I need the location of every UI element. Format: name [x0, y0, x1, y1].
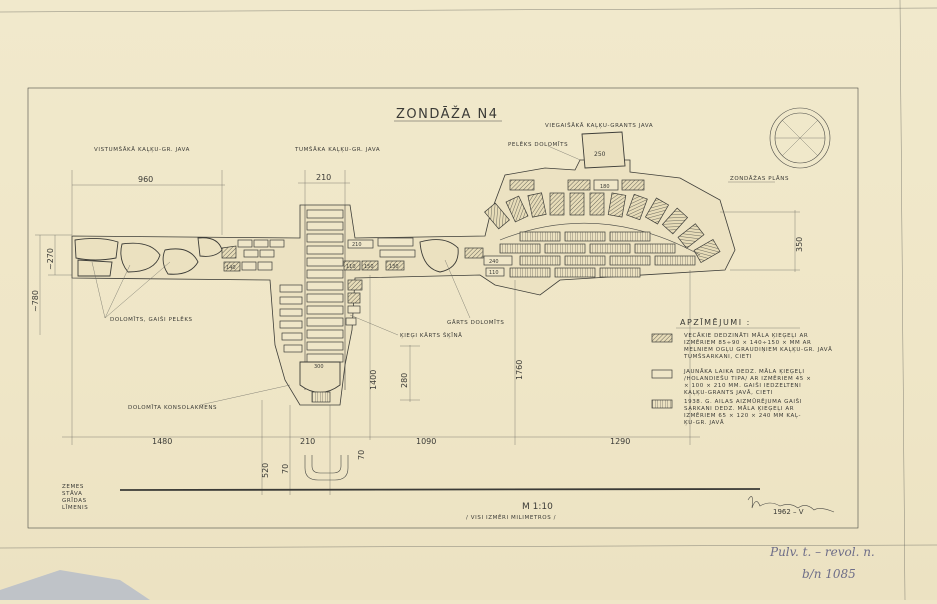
brick-250: 250 [594, 151, 606, 158]
dim-1090: 1090 [416, 437, 436, 446]
brick-110: 110 [346, 264, 356, 270]
dim-210-top: 210 [316, 173, 331, 182]
svg-text:LĪMENIS: LĪMENIS [62, 504, 88, 511]
label-west-mortar: VISTUMŠĀKĀ KAĻĶU-GR. JAVA [94, 146, 190, 153]
legend-swatch-hatched [651, 333, 673, 343]
brick-180: 180 [600, 184, 610, 190]
label-grey-dolomite: PELĒKS DOLOMĪTS [508, 141, 568, 148]
brick-150: 150 [364, 264, 374, 270]
dim-960: 960 [138, 175, 153, 184]
signature-date: 1962 – V [773, 508, 804, 516]
dim-520: 520 [261, 463, 270, 478]
dim-1400: 1400 [369, 370, 378, 390]
signature [747, 496, 835, 513]
label-floor-level: ZEMES STĀVA GRĪDAS LĪMENIS [62, 484, 88, 511]
dim-280: 280 [400, 373, 409, 388]
scale-note: / VISI IZMĒRI MILIMETROS / [466, 514, 556, 521]
wall-section: 140 300 210 110 150 130 250 1 [71, 131, 736, 406]
svg-text:IZMĒRIEM 85÷90 × 140÷150 × M: IZMĒRIEM 85÷90 × 140÷150 × MM AR [684, 339, 811, 346]
label-light-dolomite: DOLOMĪTS, GAIŠI PELĒKS [110, 316, 193, 323]
label-yellow-dolomite: GĀRTS DOLOMĪTS [447, 319, 504, 326]
brick-140: 140 [226, 265, 236, 271]
svg-text:KAĻĶU-GRANTS JAVĀ, CIETI: KAĻĶU-GRANTS JAVĀ, CIETI [684, 389, 773, 396]
probe-plan-icon [769, 107, 831, 169]
label-console-stone: DOLOMĪTA KONSOLAKMENS [128, 404, 217, 411]
floor-level-line [119, 488, 761, 491]
brick-300: 300 [314, 364, 324, 370]
dim-70-right: 70 [357, 450, 366, 460]
svg-text:STĀVA: STĀVA [62, 490, 82, 497]
scale-ratio: M 1:10 [522, 502, 553, 512]
svg-text:MELNIEM OGĻU GRAUDIŅIEM KAĻĶU-: MELNIEM OGĻU GRAUDIŅIEM KAĻĶU-GR. JAVĀ [684, 346, 832, 353]
svg-text:ĶU-GR. JAVĀ: ĶU-GR. JAVĀ [684, 419, 724, 426]
archive-note-1: Pulv. t. – revol. n. [769, 545, 875, 559]
svg-text:ZEMES: ZEMES [62, 484, 84, 490]
dim-70-left: 70 [281, 464, 290, 474]
torn-corner [0, 570, 150, 600]
svg-text:IZMĒRIEM 65 × 120 × 240 MM KAĻ: IZMĒRIEM 65 × 120 × 240 MM KAĻ- [684, 412, 801, 419]
label-probe-plan: ZONDĀŽAS PLĀNS [730, 174, 789, 182]
dim-780: ~780 [31, 290, 40, 312]
legend-swatch-blank [651, 369, 673, 379]
label-east-mortar: VIEGAIŠĀKĀ KAĻĶU-GRANTS JAVA [545, 122, 653, 129]
svg-text:JAUNĀKA LAIKA DEDZ. MĀLA ĶIEĢE: JAUNĀKA LAIKA DEDZ. MĀLA ĶIEĢEĻI [683, 368, 805, 375]
dim-210-bottom: 210 [300, 437, 315, 446]
legend-heading: APZĪMĒJUMI : [680, 317, 751, 327]
brick-210: 210 [352, 242, 362, 248]
paper-fold [0, 7, 937, 13]
paper-edge [899, 0, 906, 601]
svg-text:TUMŠSARKANI, CIETI: TUMŠSARKANI, CIETI [683, 353, 752, 360]
brick-110b: 110 [489, 270, 499, 276]
legend: APZĪMĒJUMI : VECĀKIE DEDZINĀTI MĀLA ĶIEĢ… [651, 317, 832, 426]
svg-text:1938. G. AILAS AIZMŪRĒJUMA GAI: 1938. G. AILAS AIZMŪRĒJUMA GAIŠI [684, 398, 802, 405]
paper-edge [0, 544, 937, 549]
label-middle-mortar: TUMŠĀKA KAĻĶU-GR. JAVA [294, 146, 380, 153]
svg-text:/HOLANDIEŠU TIPA/ AR IZMĒRIEM: /HOLANDIEŠU TIPA/ AR IZMĒRIEM 45 × [684, 375, 811, 382]
svg-text:SARKANI DEDZ. MĀLA ĶIEĢEĻI AR: SARKANI DEDZ. MĀLA ĶIEĢEĻI AR [684, 405, 794, 412]
drawing-title: ZONDĀŽA N4 [396, 106, 498, 122]
label-fire-brick: ĶIEĢI KĀRTS ŠĶĪNĀ [400, 332, 463, 339]
dim-270: ~270 [46, 248, 55, 270]
console-profile [304, 455, 349, 481]
dim-1760: 1760 [515, 360, 524, 380]
dim-350: 350 [795, 237, 804, 252]
legend-swatch-vertical [651, 399, 673, 409]
svg-text:× 100 × 210 MM. GAIŠI IEDZELTE: × 100 × 210 MM. GAIŠI IEDZELTENI [684, 382, 801, 389]
dim-1290: 1290 [610, 437, 630, 446]
svg-text:GRĪDAS: GRĪDAS [62, 497, 87, 504]
brick-130: 130 [389, 264, 399, 270]
dim-1480: 1480 [152, 437, 172, 446]
brick-240: 240 [489, 259, 499, 265]
svg-text:VECĀKIE DEDZINĀTI MĀLA ĶIEĢEĻI: VECĀKIE DEDZINĀTI MĀLA ĶIEĢEĻI AR [684, 332, 808, 339]
drawing-frame [27, 87, 859, 529]
archive-note-2: b/n 1085 [802, 567, 856, 581]
